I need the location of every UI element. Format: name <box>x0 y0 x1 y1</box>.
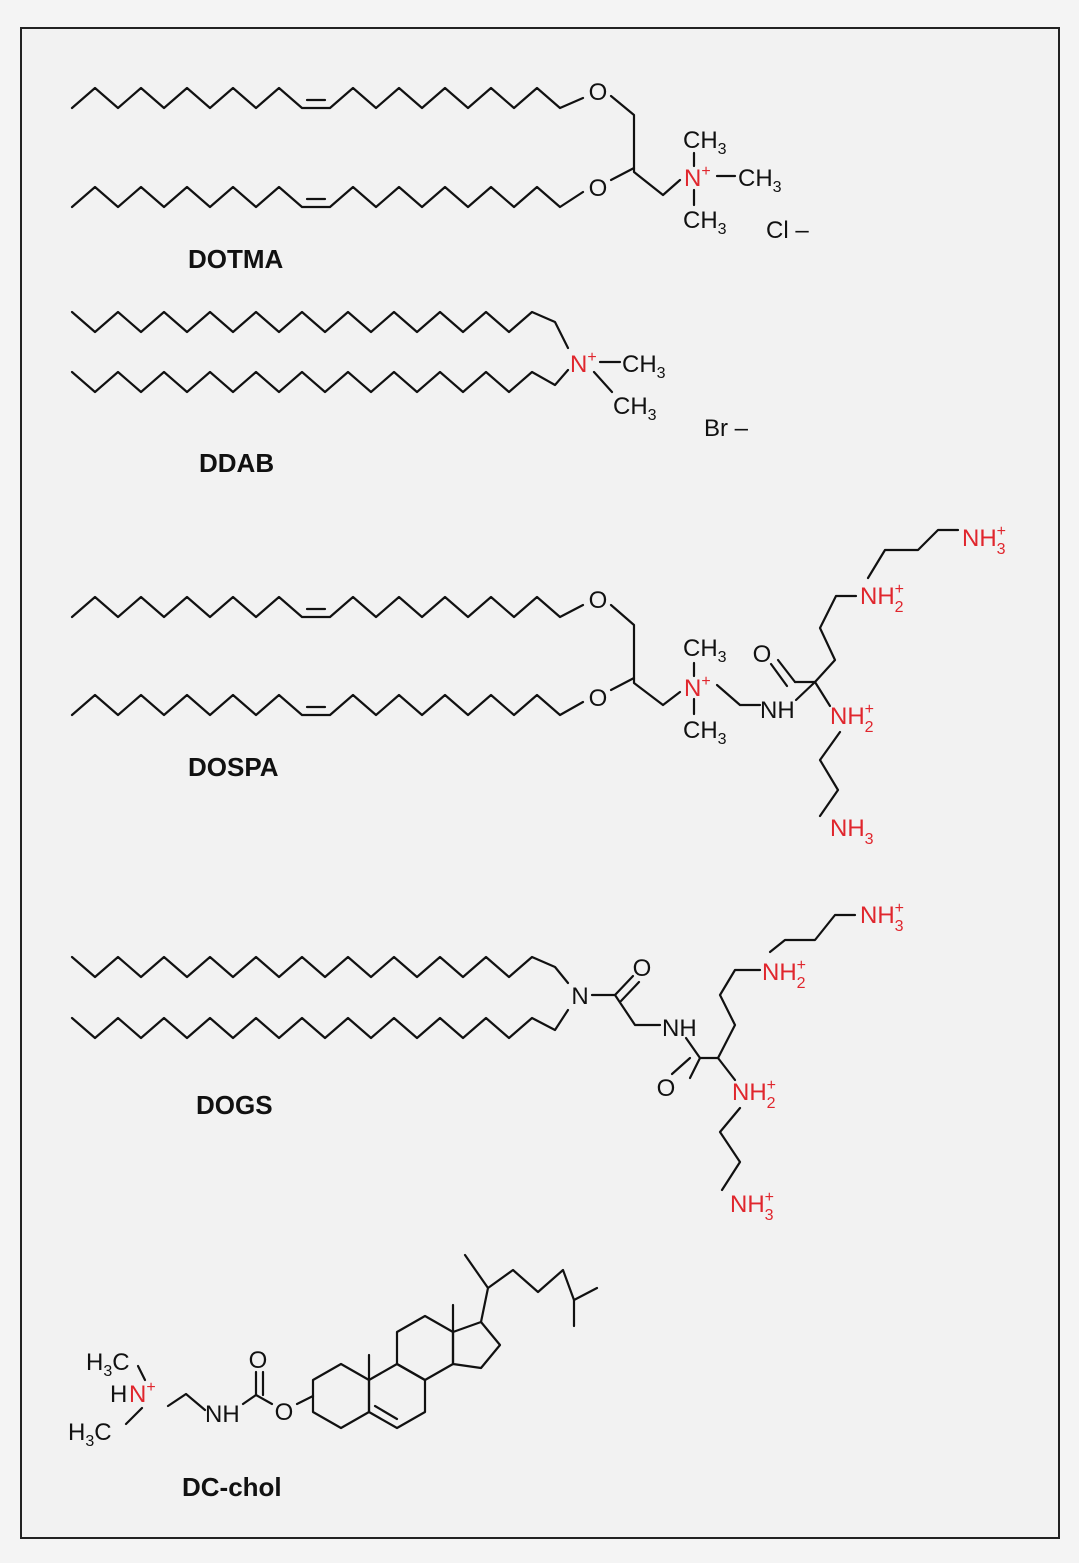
dc-chol-ammonium-nitrogen: N+ <box>129 1379 156 1408</box>
dospa-nh2-top: NH2+ <box>860 581 904 616</box>
dospa-carbonyl-double <box>769 662 789 688</box>
dogs-nh3-bottom: NH3+ <box>730 1189 774 1224</box>
dc-chol-ring-b-double <box>373 1404 399 1421</box>
dospa-amide-nh: NH <box>760 697 795 724</box>
dc-chol-methyl-bottom: H3C <box>68 1419 112 1450</box>
dogs-chain-1 <box>70 955 570 985</box>
dospa-oxygen-1: O <box>589 587 608 614</box>
dospa-methyl-bottom: CH3 <box>683 717 727 748</box>
dc-chol-carbonyl-oxygen: O <box>249 1347 268 1374</box>
dospa-methyl-top: CH3 <box>683 635 727 666</box>
dotma-glycerol-backbone <box>609 94 682 197</box>
dospa-spermine-bottom <box>818 730 842 818</box>
dogs-amide-backbone <box>590 993 662 1027</box>
dospa-name: DOSPA <box>188 752 279 782</box>
dospa-spermine-up <box>813 594 858 684</box>
dospa-carbonyl-oxygen: O <box>753 641 772 668</box>
ddab-name: DDAB <box>199 448 274 478</box>
dc-chol-methyl-top: H3C <box>86 1349 130 1380</box>
dospa-carbonyl <box>776 658 797 684</box>
dotma-methyl-top: CH3 <box>683 127 727 158</box>
dogs-name: DOGS <box>196 1090 273 1120</box>
dotma-oxygen-1: O <box>589 79 608 106</box>
dc-chol-n-methyl-up <box>136 1364 147 1382</box>
dogs-nh2-middle: NH2+ <box>732 1077 776 1112</box>
figure-frame <box>20 27 1060 1539</box>
dospa-glycerol-backbone <box>609 603 682 707</box>
ddab-chain-1 <box>70 310 570 350</box>
dotma-methyl-right: CH3 <box>738 165 782 196</box>
dotma-structure: O O CH3 N+ CH3 CH3 Cl – DOTMA <box>70 79 809 274</box>
dc-chol-structure: H3C H N+ H3C NH O O DC-chol <box>68 1253 599 1502</box>
ddab-n-methyl-down <box>592 370 614 394</box>
dogs-carbonyl-oxygen-1: O <box>633 955 652 982</box>
ddab-quaternary-nitrogen: N+ <box>570 349 597 378</box>
dotma-chain-1 <box>70 86 585 110</box>
dc-chol-n-methyl-down <box>124 1406 144 1426</box>
dc-chol-carbamate <box>295 1394 315 1406</box>
ddab-structure: N+ CH3 CH3 Br – DDAB <box>70 310 749 478</box>
dospa-nh2-middle: NH2+ <box>830 701 874 736</box>
dotma-name: DOTMA <box>188 244 284 274</box>
dospa-nh3-top: NH3+ <box>962 523 1006 558</box>
dogs-spermine-down <box>716 1056 737 1082</box>
dospa-nh3-bottom: NH3 <box>830 815 874 848</box>
dospa-spermine-top <box>866 528 960 580</box>
dogs-spermine-up <box>698 968 762 1060</box>
dc-chol-ethyl-linker <box>166 1392 207 1412</box>
dc-chol-ester-oxygen: O <box>275 1399 294 1426</box>
dogs-carbonyl-1-double <box>619 980 641 1003</box>
dospa-chain-1 <box>70 595 585 619</box>
ddab-methyl-right: CH3 <box>622 351 666 382</box>
dotma-o2-link <box>609 166 636 182</box>
dospa-ethyl-linker <box>715 683 762 707</box>
dospa-oxygen-2: O <box>589 685 608 712</box>
dogs-carbonyl-1 <box>613 974 635 997</box>
ddab-chain-2 <box>70 368 570 394</box>
dogs-nh2-top: NH2+ <box>762 957 806 992</box>
dotma-chain-2 <box>70 185 585 209</box>
dc-chol-amide-nh: NH <box>205 1401 240 1428</box>
dc-chol-side-chain <box>463 1253 599 1324</box>
dospa-quaternary-nitrogen: N+ <box>684 673 711 702</box>
dogs-chain-2 <box>70 1008 570 1040</box>
ddab-counter-ion: Br – <box>704 415 749 442</box>
dotma-oxygen-2: O <box>589 175 608 202</box>
dc-chol-name: DC-chol <box>182 1472 282 1502</box>
ddab-methyl-bottom: CH3 <box>613 393 657 424</box>
dogs-spermine-top <box>768 913 857 954</box>
dogs-carbonyl-2 <box>670 1056 692 1076</box>
dogs-nh3-top: NH3+ <box>860 900 904 935</box>
dogs-structure: N O NH O NH3+ NH2+ NH2+ NH3+ DOGS <box>70 900 904 1224</box>
dospa-o2-link <box>609 676 636 692</box>
dospa-spermine-down <box>813 680 832 708</box>
dotma-counter-ion: Cl – <box>766 217 809 244</box>
dc-chol-ring-d <box>451 1320 502 1370</box>
dotma-methyl-bottom: CH3 <box>683 207 727 238</box>
dospa-chain-2 <box>70 693 585 717</box>
dogs-nitrogen: N <box>571 983 588 1010</box>
dotma-quaternary-nitrogen: N+ <box>684 163 711 192</box>
dc-chol-hydrogen: H <box>110 1381 127 1408</box>
dogs-carbonyl-oxygen-2: O <box>657 1075 676 1102</box>
dogs-spermine-bottom <box>718 1106 742 1192</box>
dogs-amide-nh: NH <box>662 1015 697 1042</box>
dospa-structure: O O CH3 N+ CH3 NH O NH3+ NH2+ NH2+ NH3 D… <box>70 523 1006 848</box>
